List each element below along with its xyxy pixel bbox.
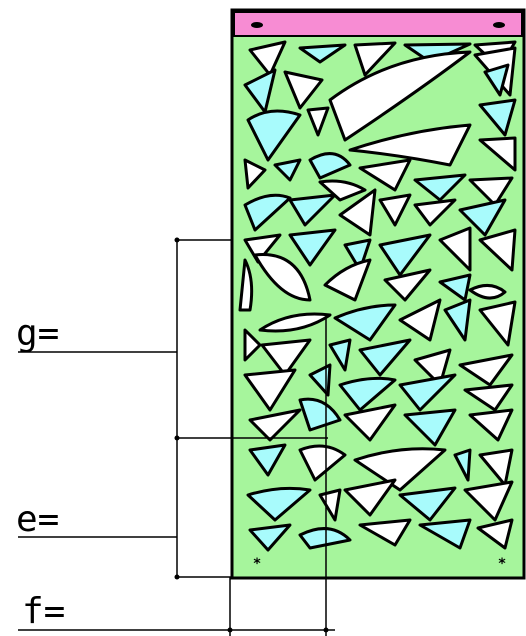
cutout	[478, 228, 517, 272]
cutout	[418, 518, 472, 550]
cutout	[398, 373, 457, 412]
cutout	[288, 193, 337, 227]
cutout	[298, 444, 347, 482]
cutout	[260, 338, 312, 377]
cutout	[463, 383, 514, 412]
cutout	[318, 179, 367, 202]
cutout	[478, 98, 517, 137]
cutout	[273, 158, 302, 182]
cutout	[478, 448, 514, 487]
cutout	[238, 258, 254, 312]
cutout	[458, 198, 507, 237]
cutout-pattern	[238, 40, 517, 552]
cutout	[353, 41, 397, 77]
dimension-ticks	[174, 237, 329, 633]
cutout	[298, 527, 352, 550]
cutout	[453, 448, 472, 482]
cutout	[243, 368, 297, 412]
cutout	[458, 353, 514, 387]
cutout	[246, 109, 302, 162]
cutout	[358, 518, 412, 547]
panel-top-bar	[233, 11, 523, 37]
cutout	[298, 43, 347, 64]
cutout	[343, 238, 372, 272]
mount-hole-left	[251, 22, 263, 28]
cutout	[248, 523, 292, 552]
cutout	[348, 123, 472, 167]
cutout	[468, 284, 507, 300]
cutout	[413, 173, 467, 202]
cutout	[478, 136, 517, 172]
cutout	[288, 228, 337, 267]
cutout	[243, 233, 282, 264]
cutout	[398, 486, 457, 522]
cutout	[246, 486, 312, 522]
cutout	[323, 258, 372, 302]
cutout	[243, 158, 267, 190]
cutout	[333, 303, 397, 342]
cutout	[483, 63, 510, 97]
cutout	[463, 480, 514, 522]
cutout	[243, 328, 262, 362]
cutout	[343, 478, 397, 517]
cutout	[403, 408, 457, 447]
cutout	[253, 253, 312, 302]
cutout	[243, 193, 292, 232]
cutout	[383, 268, 432, 302]
cutout	[248, 443, 287, 477]
cutout	[443, 298, 472, 342]
cutout	[338, 376, 397, 412]
cutout	[248, 40, 287, 77]
cutout	[353, 447, 447, 492]
cutout	[283, 70, 324, 110]
cutout	[308, 363, 332, 397]
cutout	[308, 152, 352, 180]
cutout	[438, 226, 472, 272]
label-f: f=	[22, 591, 66, 632]
cutout	[338, 188, 377, 237]
cutout	[478, 300, 517, 347]
cutout	[328, 50, 472, 142]
cutout	[358, 158, 412, 192]
cutout	[298, 397, 342, 432]
cutout	[438, 273, 472, 302]
dimension-lines	[18, 239, 335, 636]
cutout	[378, 233, 432, 277]
cutout	[243, 68, 277, 114]
cutout	[343, 403, 397, 442]
cutout	[318, 488, 342, 522]
cutout	[306, 106, 330, 137]
mount-mark-left: *	[253, 556, 261, 572]
mount-mark-right: *	[498, 556, 506, 572]
label-e: e=	[16, 499, 60, 540]
cutout	[468, 176, 514, 207]
cutout	[398, 298, 442, 342]
cutout	[248, 408, 302, 442]
cutout	[258, 312, 332, 333]
cutout	[476, 518, 514, 550]
label-g: g=	[16, 313, 60, 354]
cutout	[328, 338, 352, 372]
cutout	[468, 408, 514, 442]
cutout	[413, 198, 457, 227]
cutout	[378, 193, 412, 227]
cutout	[358, 338, 412, 377]
mount-hole-right	[493, 22, 505, 28]
